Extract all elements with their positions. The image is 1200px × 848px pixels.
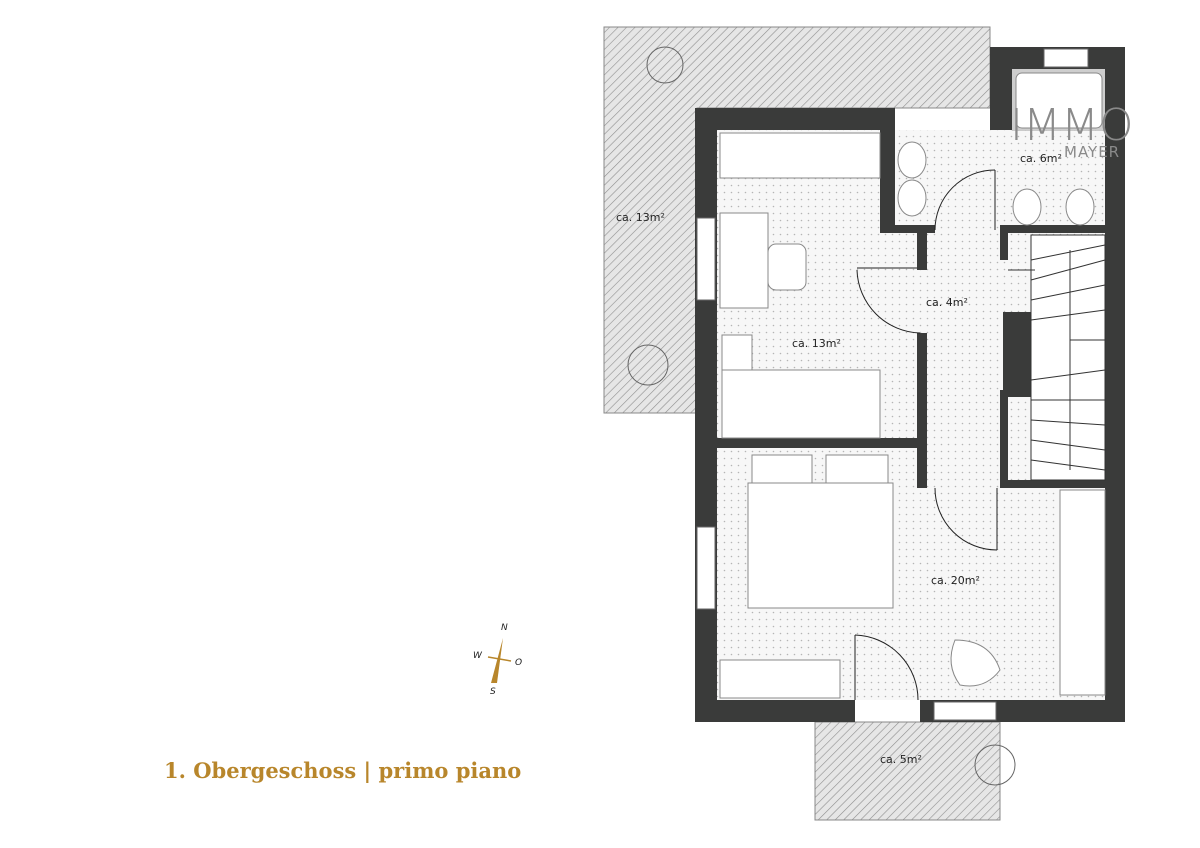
staircase [1008,234,1106,481]
svg-text:IMMO: IMMO [1010,100,1134,151]
balcony-south [814,721,1001,821]
doors [854,169,998,701]
room-area-label: ca. 5m² [880,753,922,766]
windows [696,48,1089,721]
watermark-logo: IMMO MAYER [1010,100,1134,161]
room-area-label: ca. 13m² [792,337,841,350]
svg-text:MAYER: MAYER [1064,143,1120,161]
compass-icon: N W O S [473,623,522,697]
floor-title: 1. Obergeschoss | primo piano [164,758,522,783]
room-area-label: ca. 20m² [931,574,980,587]
svg-text:N: N [501,623,508,633]
svg-text:O: O [515,658,522,668]
plant-icons [627,46,1016,786]
svg-text:S: S [490,687,496,697]
furniture [719,72,1106,699]
svg-text:W: W [473,651,483,661]
room-area-label: ca. 6m² [1020,152,1062,165]
room-area-label: ca. 13m² [616,211,665,224]
room-area-label: ca. 4m² [926,296,968,309]
